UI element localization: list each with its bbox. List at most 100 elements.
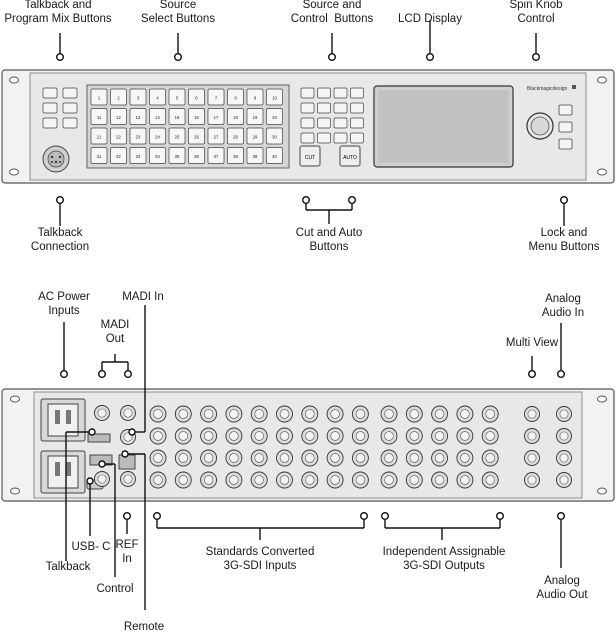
control-button[interactable] bbox=[333, 87, 348, 99]
control-button[interactable] bbox=[300, 102, 315, 114]
source-button[interactable] bbox=[110, 127, 127, 145]
talkback-mix-button[interactable] bbox=[62, 102, 78, 114]
auto-button-label: AUTO bbox=[343, 155, 357, 161]
source-button[interactable] bbox=[168, 147, 186, 164]
control-button[interactable] bbox=[350, 117, 364, 129]
control-button[interactable] bbox=[350, 87, 364, 99]
source-button[interactable] bbox=[90, 88, 108, 106]
control-button[interactable] bbox=[333, 117, 348, 129]
source-button[interactable] bbox=[168, 108, 186, 125]
source-button-label: 18 bbox=[233, 115, 238, 120]
callout-spin-knob: Spin Knob Control bbox=[509, 0, 563, 25]
source-button[interactable] bbox=[207, 127, 225, 145]
control-button[interactable] bbox=[333, 102, 348, 114]
talkback-port bbox=[87, 433, 111, 443]
source-button-label: 40 bbox=[272, 154, 277, 159]
source-button[interactable] bbox=[129, 88, 147, 106]
source-button[interactable] bbox=[188, 88, 205, 106]
control-button[interactable] bbox=[333, 132, 348, 144]
source-button-label: 10 bbox=[272, 96, 277, 101]
source-button-label: 9 bbox=[254, 96, 257, 101]
source-button[interactable] bbox=[188, 108, 205, 125]
source-button-label: 31 bbox=[97, 154, 102, 159]
talkback-mix-button[interactable] bbox=[62, 87, 78, 99]
source-button[interactable] bbox=[129, 108, 147, 125]
source-button[interactable] bbox=[227, 88, 244, 106]
talkback-mix-button[interactable] bbox=[42, 102, 58, 114]
source-button-label: 35 bbox=[175, 154, 180, 159]
source-button-label: 37 bbox=[214, 154, 219, 159]
set-button[interactable] bbox=[558, 138, 573, 150]
source-button-label: 28 bbox=[233, 135, 238, 140]
callout-talkback-mix-buttons: Talkback and Program Mix Buttons bbox=[4, 0, 112, 25]
source-button[interactable] bbox=[110, 147, 127, 164]
source-button[interactable] bbox=[149, 88, 166, 106]
source-button[interactable] bbox=[168, 127, 186, 145]
source-button[interactable] bbox=[266, 147, 283, 164]
source-button[interactable] bbox=[207, 88, 225, 106]
control-button[interactable] bbox=[317, 87, 331, 99]
spin-knob[interactable] bbox=[526, 112, 554, 140]
source-button-label: 21 bbox=[97, 135, 102, 140]
callout-madi-out: MADI Out bbox=[100, 319, 130, 345]
control-button[interactable] bbox=[350, 102, 364, 114]
control-button[interactable] bbox=[317, 132, 331, 144]
source-button[interactable] bbox=[149, 147, 166, 164]
bnc-connectors bbox=[94, 405, 572, 489]
callout-remote: Remote bbox=[123, 621, 165, 633]
callout-analog-audio-out: Analog Audio Out bbox=[536, 575, 588, 601]
menu-button[interactable] bbox=[558, 121, 573, 133]
callout-lcd-display: LCD Display bbox=[398, 13, 462, 25]
control-button[interactable] bbox=[350, 132, 364, 144]
talkback-mix-button[interactable] bbox=[62, 117, 78, 129]
ac-power-inputs bbox=[40, 398, 86, 494]
brand-logo: Blackmagicdesign bbox=[527, 86, 568, 92]
source-button[interactable] bbox=[90, 108, 108, 125]
control-button[interactable] bbox=[317, 117, 331, 129]
source-button[interactable] bbox=[90, 147, 108, 164]
control-button[interactable] bbox=[300, 87, 315, 99]
source-button[interactable] bbox=[246, 88, 264, 106]
source-button[interactable] bbox=[90, 127, 108, 145]
source-button-label: 25 bbox=[175, 135, 180, 140]
source-button[interactable] bbox=[227, 127, 244, 145]
source-button[interactable] bbox=[110, 88, 127, 106]
source-button[interactable] bbox=[246, 127, 264, 145]
source-button[interactable] bbox=[266, 127, 283, 145]
source-button[interactable] bbox=[266, 88, 283, 106]
talkback-xlr-connector bbox=[42, 145, 70, 173]
source-button[interactable] bbox=[129, 147, 147, 164]
source-button[interactable] bbox=[149, 108, 166, 125]
callout-ref-in: REF In bbox=[115, 539, 139, 565]
source-button[interactable] bbox=[246, 147, 264, 164]
cut-button[interactable] bbox=[299, 145, 321, 167]
cut-button-label: CUT bbox=[305, 155, 315, 161]
talkback-mix-button[interactable] bbox=[42, 87, 58, 99]
source-button[interactable] bbox=[110, 108, 127, 125]
lock-button[interactable] bbox=[558, 104, 573, 116]
source-button[interactable] bbox=[129, 127, 147, 145]
source-button[interactable] bbox=[266, 108, 283, 125]
source-button[interactable] bbox=[188, 147, 205, 164]
control-button[interactable] bbox=[300, 117, 315, 129]
source-button[interactable] bbox=[246, 108, 264, 125]
source-button-label: 29 bbox=[253, 135, 258, 140]
source-button[interactable] bbox=[227, 147, 244, 164]
source-button[interactable] bbox=[188, 127, 205, 145]
auto-button[interactable] bbox=[339, 145, 361, 167]
source-button[interactable] bbox=[168, 88, 186, 106]
source-button[interactable] bbox=[227, 108, 244, 125]
source-button-label: 39 bbox=[253, 154, 258, 159]
source-button[interactable] bbox=[207, 147, 225, 164]
control-button[interactable] bbox=[300, 132, 315, 144]
talkback-mix-button[interactable] bbox=[42, 117, 58, 129]
source-button[interactable] bbox=[207, 108, 225, 125]
source-button-label: 16 bbox=[194, 115, 199, 120]
source-button-label: 5 bbox=[176, 96, 179, 101]
callout-ac-power-inputs: AC Power Inputs bbox=[38, 291, 90, 317]
control-button[interactable] bbox=[317, 102, 331, 114]
source-button[interactable] bbox=[149, 127, 166, 145]
source-button-label: 3 bbox=[137, 96, 140, 101]
